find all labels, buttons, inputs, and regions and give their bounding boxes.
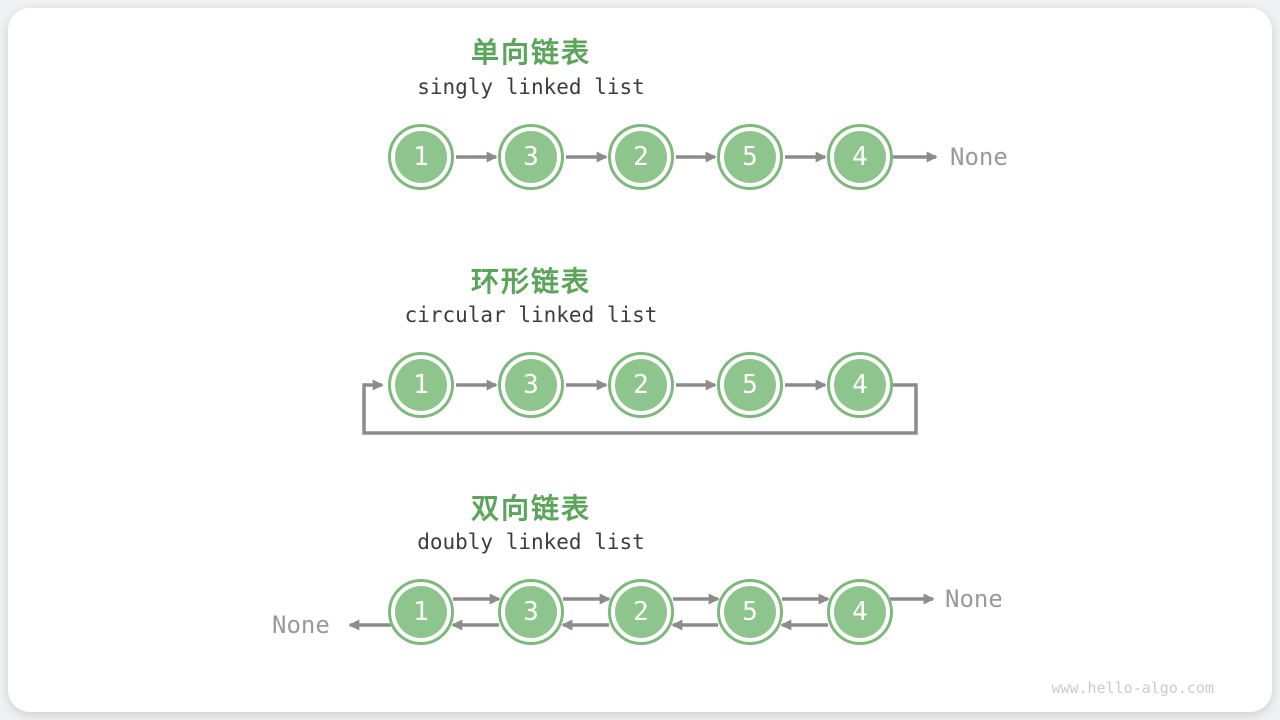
section-subtitle-doubly: doubly linked list [417,530,645,554]
node: 3 [498,124,564,190]
node-value: 5 [724,359,776,411]
node-value: 2 [615,131,667,183]
node: 5 [717,352,783,418]
node: 2 [608,124,674,190]
node-value: 1 [395,359,447,411]
none-label-tail: None [950,143,1008,171]
node: 3 [498,579,564,645]
node: 1 [388,352,454,418]
node: 4 [827,579,893,645]
node-value: 4 [834,359,886,411]
node-value: 3 [505,586,557,638]
node: 1 [388,124,454,190]
section-subtitle-circular: circular linked list [404,303,658,327]
none-label-tail: None [945,585,1003,613]
node-value: 4 [834,586,886,638]
node: 4 [827,124,893,190]
node-value: 5 [724,586,776,638]
section-subtitle-singly: singly linked list [417,75,645,99]
watermark: www.hello-algo.com [1051,679,1214,697]
section-title-circular: 环形链表 [470,265,591,298]
node: 4 [827,352,893,418]
node: 5 [717,124,783,190]
node-value: 2 [615,586,667,638]
node: 2 [608,579,674,645]
node: 2 [608,352,674,418]
none-label-head: None [272,611,330,639]
node-value: 1 [395,586,447,638]
node-value: 4 [834,131,886,183]
section-title-singly: 单向链表 [470,36,591,69]
node: 5 [717,579,783,645]
node: 3 [498,352,564,418]
node-value: 5 [724,131,776,183]
node: 1 [388,579,454,645]
section-title-doubly: 双向链表 [470,492,591,525]
node-value: 1 [395,131,447,183]
node-value: 3 [505,359,557,411]
node-value: 2 [615,359,667,411]
node-value: 3 [505,131,557,183]
